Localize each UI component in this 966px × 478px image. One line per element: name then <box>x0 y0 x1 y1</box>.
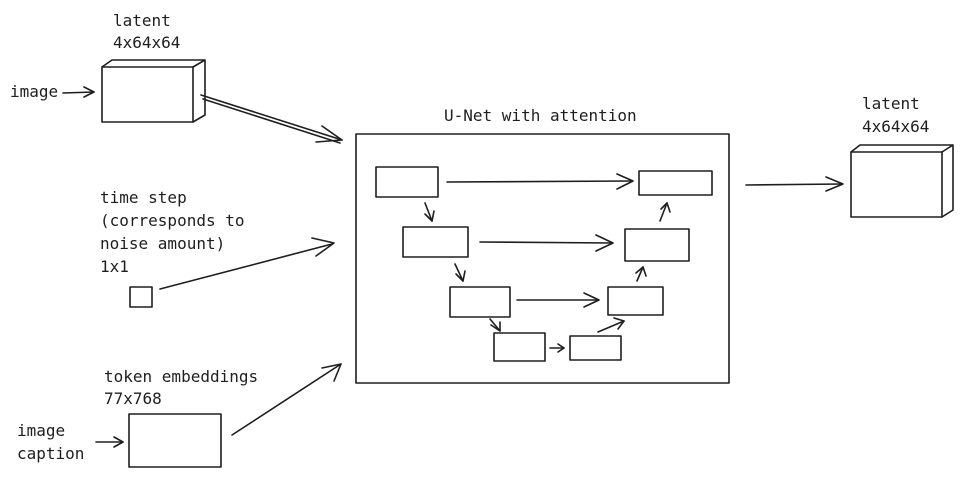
arrow-timestep-to-unet <box>159 237 335 290</box>
latent-output-title: latent <box>862 94 920 113</box>
unet-decoder-block-2 <box>624 228 690 262</box>
arrow-image-to-latent <box>62 86 95 98</box>
unet-title: U-Net with attention <box>444 106 637 125</box>
arrow-token-to-unet <box>231 363 342 436</box>
arrow-down-2 <box>454 263 466 282</box>
arrow-skip-2 <box>479 234 614 252</box>
arrow-skip-1 <box>446 173 634 190</box>
latent-input-title: latent <box>113 11 171 30</box>
latent-input-dims: 4x64x64 <box>113 33 181 52</box>
latent-output-block <box>850 144 954 218</box>
arrow-up-1 <box>597 317 625 333</box>
unet-encoder-block-2 <box>402 226 469 258</box>
arrow-down-1 <box>424 202 435 222</box>
arrow-down-3 <box>489 318 501 332</box>
time-step-label-line3: noise amount) <box>100 234 226 253</box>
arrow-bottleneck <box>549 343 565 353</box>
arrow-unet-to-latent <box>745 176 844 192</box>
token-embeddings-block <box>128 413 222 468</box>
arrow-latent-to-unet <box>200 94 343 144</box>
unet-frame <box>355 133 730 384</box>
token-embeddings-title: token embeddings <box>104 367 259 386</box>
time-step-dims: 1x1 <box>100 257 129 276</box>
image-caption-label-line2: caption <box>17 444 85 463</box>
unet-bottleneck-block-1 <box>493 332 546 362</box>
arrow-up-2 <box>635 266 647 282</box>
latent-output-dims: 4x64x64 <box>862 117 930 136</box>
latent-input-block <box>101 59 206 123</box>
time-step-label-line1: time step <box>100 188 187 207</box>
unet-decoder-block-3 <box>607 286 664 316</box>
unet-encoder-block-1 <box>375 166 439 198</box>
time-step-block <box>129 286 153 308</box>
image-input-label: image <box>10 82 59 101</box>
time-step-label-line2: (corresponds to <box>100 211 245 230</box>
arrow-caption-to-token <box>95 436 124 448</box>
unet-bottleneck-block-2 <box>569 335 622 361</box>
unet-encoder-block-3 <box>449 286 511 318</box>
arrow-up-3 <box>659 202 671 222</box>
token-embeddings-dims: 77x768 <box>104 389 162 408</box>
unet-decoder-block-1 <box>638 170 713 196</box>
image-caption-label-line1: image <box>17 421 66 440</box>
arrow-skip-3 <box>516 292 600 308</box>
